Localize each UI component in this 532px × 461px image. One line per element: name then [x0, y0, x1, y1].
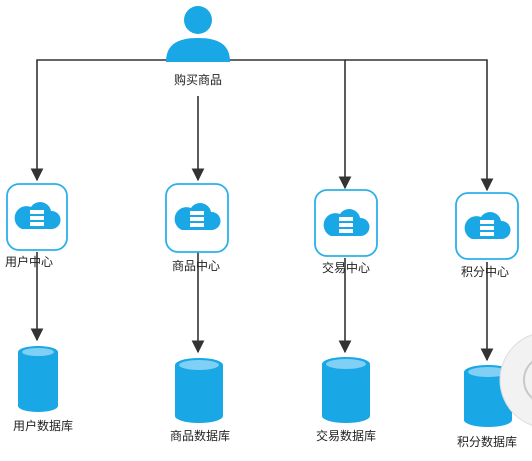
- service-to-database-connectors: [30, 252, 494, 362]
- service-label-points-center: 积分中心: [461, 264, 509, 279]
- database-label-points: 积分数据库: [457, 434, 517, 449]
- service-node-trade-center: 交易中心: [314, 189, 378, 275]
- floating-widget-edge: [499, 334, 532, 426]
- database-icon: [322, 357, 370, 423]
- database-icon: [18, 346, 58, 412]
- user-node: 购买商品: [166, 6, 230, 87]
- service-label-product-center: 商品中心: [172, 258, 220, 273]
- user-label: 购买商品: [174, 72, 222, 87]
- service-node-user-center: 用户中心: [5, 183, 68, 269]
- database-icon: [175, 358, 223, 423]
- connector-user-to-user-center: [30, 59, 175, 182]
- connector-user-to-trade-center: [222, 59, 352, 190]
- service-label-trade-center: 交易中心: [322, 260, 370, 275]
- database-node-trade: 交易数据库: [316, 357, 376, 443]
- cloud-server-icon: [314, 189, 378, 257]
- database-label-user: 用户数据库: [13, 418, 73, 433]
- database-label-trade: 交易数据库: [316, 428, 376, 443]
- database-label-product: 商品数据库: [170, 428, 230, 443]
- cloud-server-icon: [455, 192, 519, 260]
- service-label-user-center: 用户中心: [5, 254, 53, 269]
- service-node-product-center: 商品中心: [165, 183, 229, 273]
- connector-user-to-points-center: [345, 59, 494, 192]
- user-to-services-connectors: [30, 59, 494, 192]
- cloud-server-icon: [6, 183, 68, 251]
- cloud-server-icon: [165, 183, 229, 253]
- database-node-user: 用户数据库: [13, 346, 73, 433]
- user-icon: [166, 6, 230, 62]
- service-node-points-center: 积分中心: [455, 192, 519, 279]
- database-node-product: 商品数据库: [170, 358, 230, 443]
